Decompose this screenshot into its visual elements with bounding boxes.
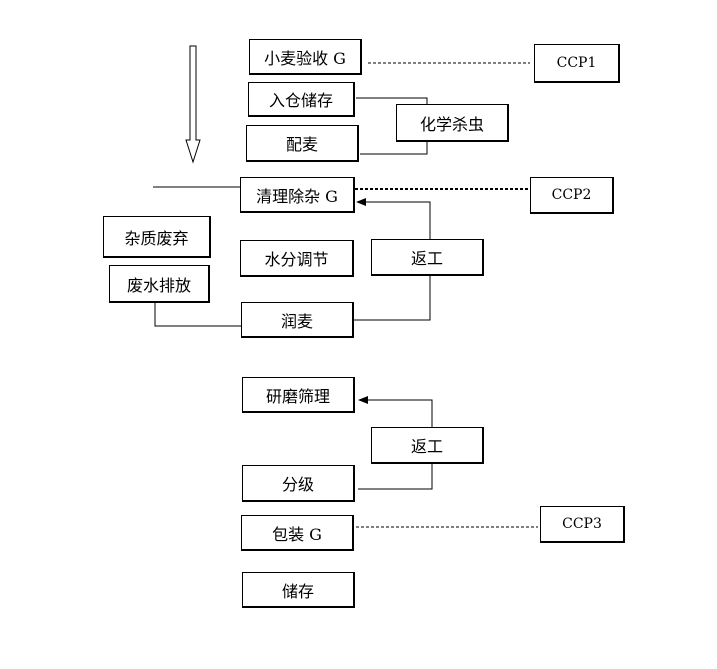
tempering-wastewater-branch [154, 301, 244, 327]
ccp1-box: CCP1 [534, 44, 620, 83]
node-tempering: 润麦 [241, 302, 354, 338]
node-packaging: 包装 G [241, 515, 354, 551]
node-chem-pest: 化学杀虫 [396, 104, 509, 142]
node-storage-final: 储存 [242, 572, 355, 608]
node-moisture: 水分调节 [240, 240, 354, 277]
rework-2-arrowhead [358, 396, 368, 404]
node-wheat-inspection: 小麦验收 G [249, 39, 362, 75]
node-rework-2: 返工 [371, 427, 484, 464]
rework-1-arrowhead [356, 198, 366, 206]
node-wastewater: 废水排放 [109, 265, 210, 303]
node-wheat-blend: 配麦 [246, 125, 359, 162]
node-impurity-discard: 杂质废弃 [103, 216, 211, 258]
node-grading: 分级 [242, 465, 355, 502]
node-storage-in: 入仓储存 [248, 82, 355, 117]
node-cleaning: 清理除杂 G [240, 177, 355, 213]
node-rework-1: 返工 [371, 239, 484, 276]
ccp2-box: CCP2 [530, 177, 614, 214]
node-milling: 研磨筛理 [242, 377, 355, 413]
ccp3-box: CCP3 [540, 506, 625, 543]
flow-direction-arrow [185, 45, 201, 164]
